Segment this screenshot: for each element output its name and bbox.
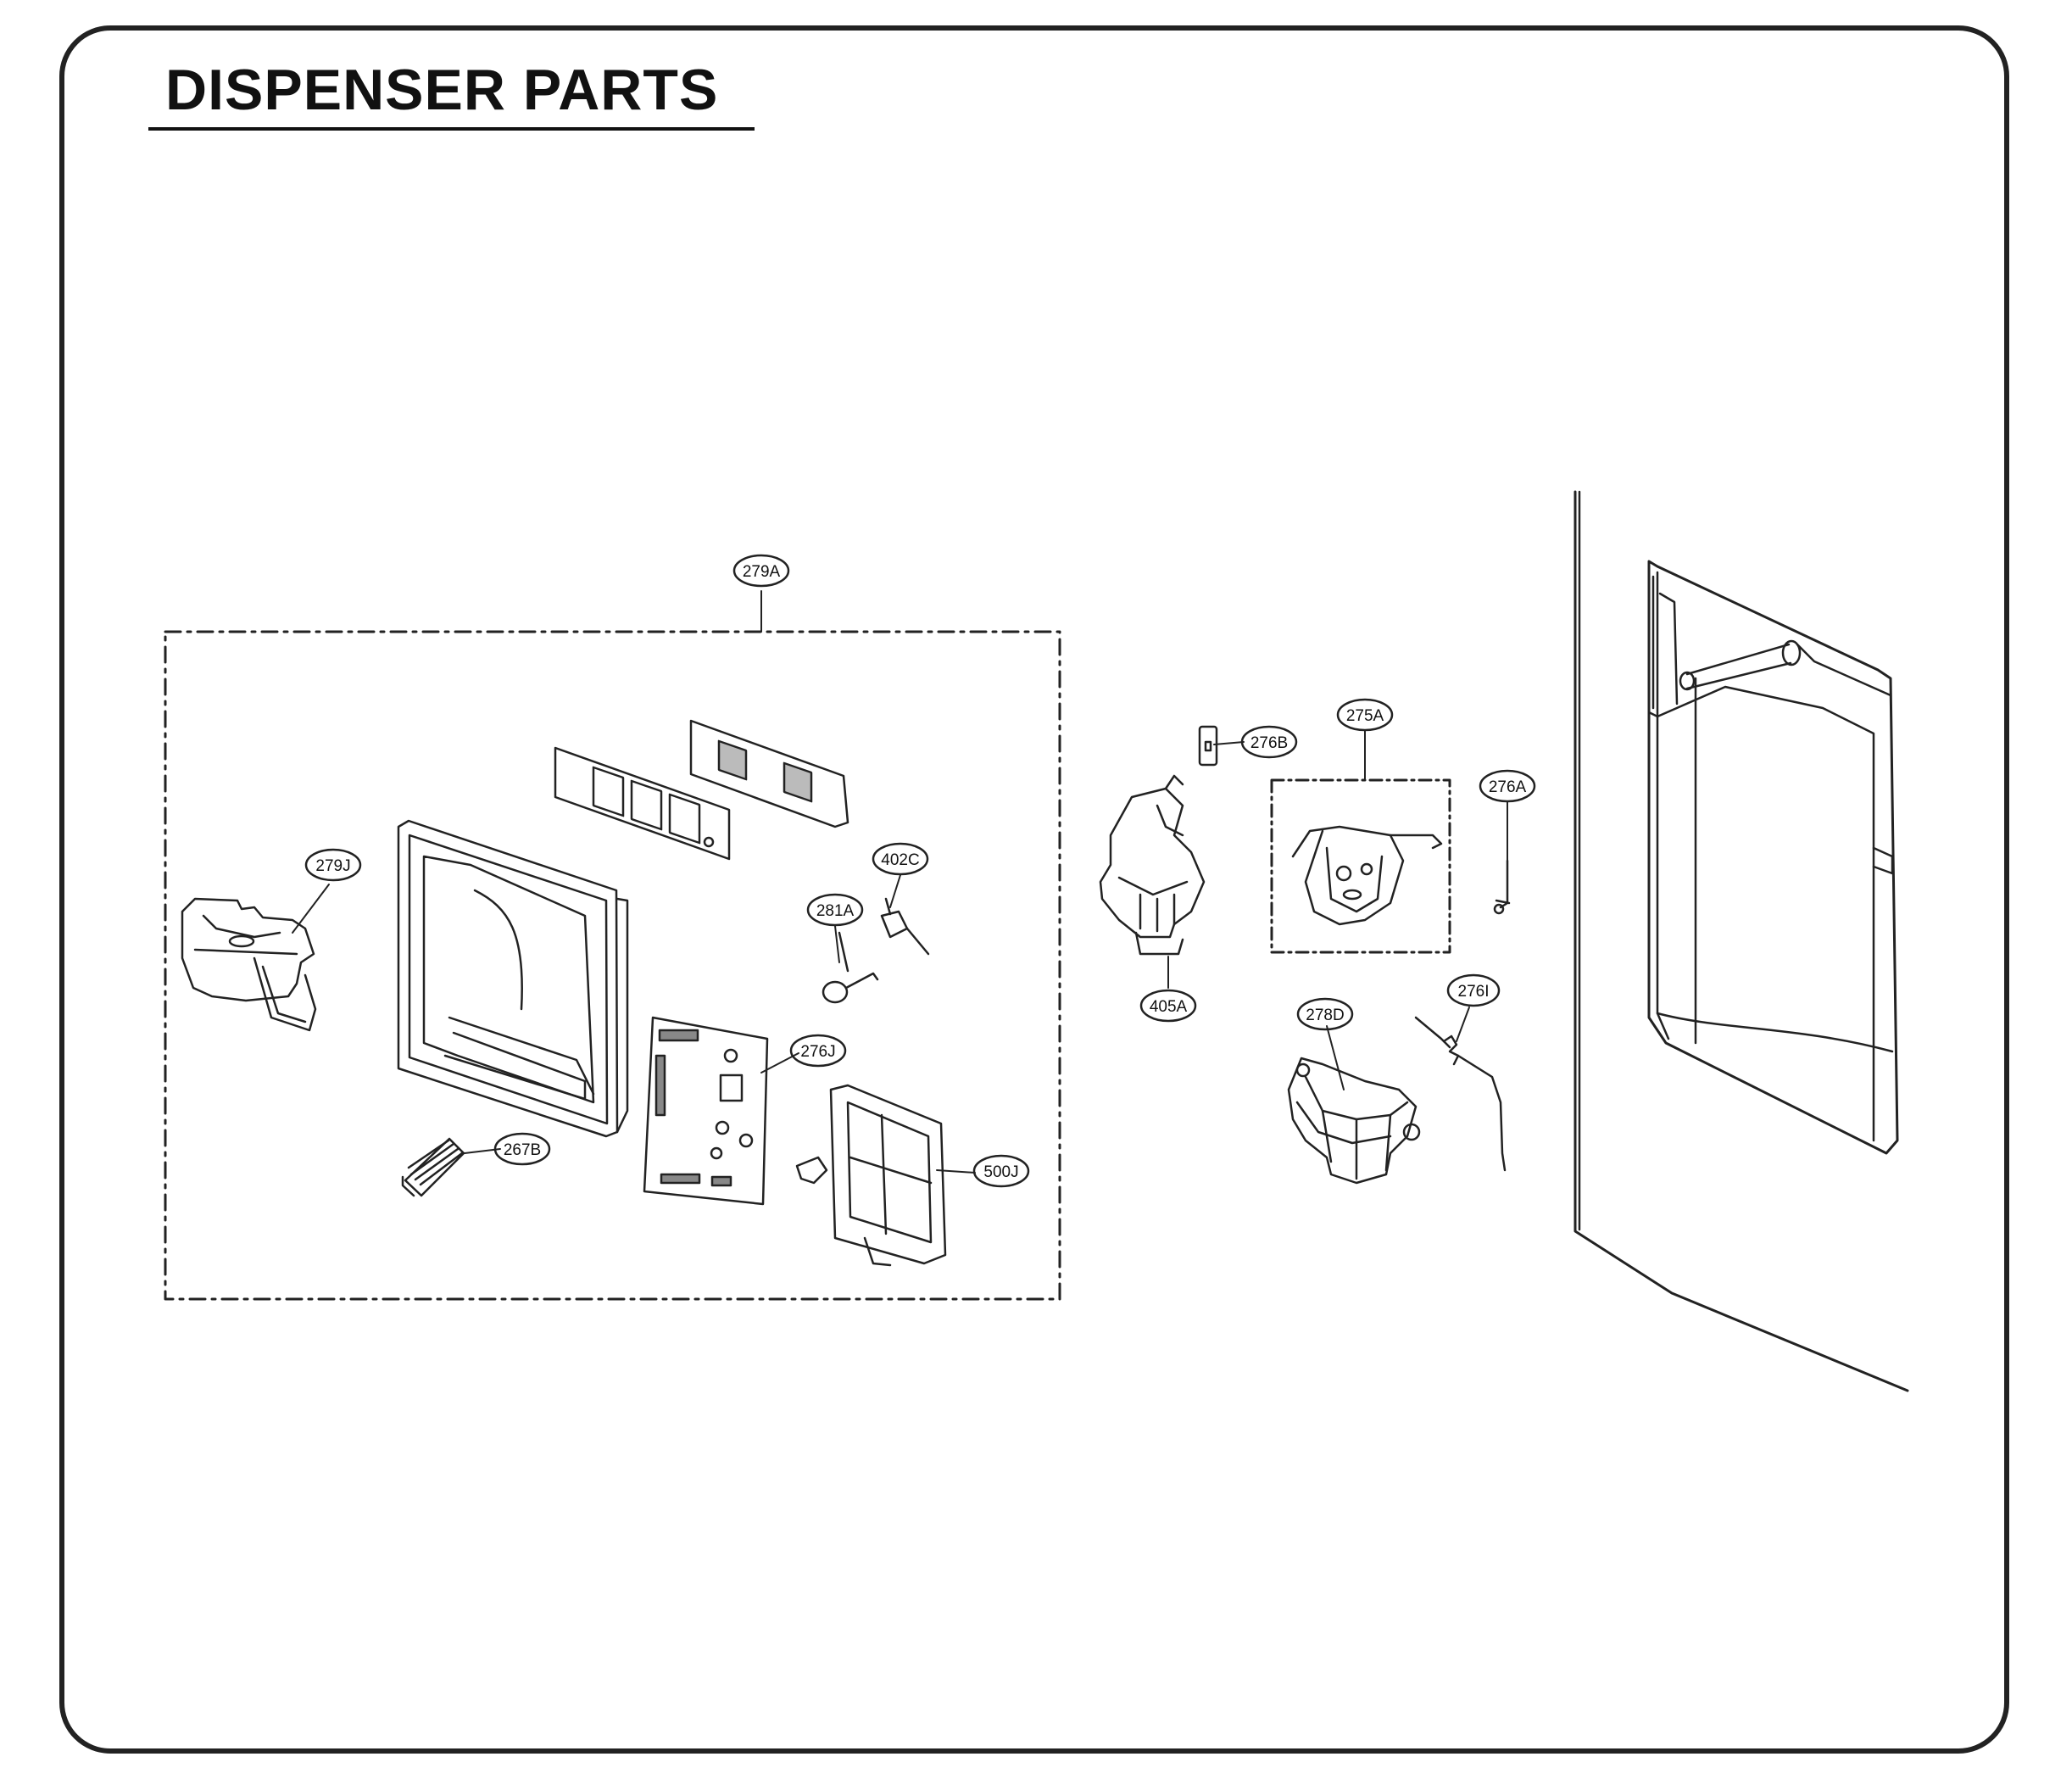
callout-276A: 276A — [1479, 769, 1536, 803]
callout-402C: 402C — [872, 842, 929, 876]
callout-276J: 276J — [789, 1034, 847, 1068]
callout-label-405A: 405A — [1150, 998, 1188, 1016]
callout-label-281A: 281A — [816, 902, 855, 920]
part-279J-guide — [181, 897, 317, 1032]
part-275A-flap — [1291, 825, 1443, 926]
part-281A-lever — [822, 931, 879, 1004]
callout-276B: 276B — [1240, 725, 1298, 759]
part-dispenser-cover — [397, 819, 629, 1138]
leader-lines — [292, 741, 1508, 1174]
callout-label-402C: 402C — [881, 851, 919, 869]
part-276I-spring — [1414, 1016, 1507, 1172]
callout-label-276J: 276J — [800, 1043, 835, 1061]
part-display-panel-left — [554, 746, 731, 861]
part-276B-clip — [1198, 725, 1218, 767]
callout-279A: 279A — [732, 554, 790, 588]
part-278D-duct — [1287, 1057, 1421, 1185]
callout-label-279J: 279J — [315, 857, 350, 875]
part-405A-motor — [1099, 774, 1206, 956]
title-underline — [148, 127, 755, 131]
callout-500J: 500J — [972, 1154, 1030, 1188]
callout-label-279A: 279A — [743, 563, 781, 581]
part-276A-screw — [1493, 859, 1511, 915]
diagram-frame — [59, 25, 2009, 1754]
callout-label-267B: 267B — [504, 1141, 541, 1159]
assembly-group-275A-boundary — [1270, 778, 1451, 954]
callout-276I: 276I — [1446, 973, 1501, 1007]
part-276J-pcb — [643, 1016, 769, 1206]
callout-279J: 279J — [304, 848, 362, 882]
callout-281A: 281A — [806, 893, 864, 927]
callout-label-276A: 276A — [1489, 778, 1527, 796]
callout-278D: 278D — [1296, 997, 1354, 1031]
part-display-panel-right — [689, 719, 849, 828]
door-cutaway — [1573, 490, 1909, 1392]
callout-label-278D: 278D — [1306, 1007, 1344, 1024]
callout-267B: 267B — [493, 1132, 551, 1166]
callout-label-275A: 275A — [1346, 707, 1384, 725]
assembly-group-279A-boundary — [164, 630, 1061, 1301]
part-267B-spring — [401, 1137, 465, 1197]
callout-405A: 405A — [1139, 989, 1197, 1023]
callout-label-276B: 276B — [1250, 734, 1288, 752]
callout-275A: 275A — [1336, 698, 1394, 732]
callout-label-276I: 276I — [1458, 983, 1490, 1001]
page-title: DISPENSER PARTS — [165, 58, 719, 122]
part-402C-switch — [880, 897, 930, 956]
part-500J-pcb-cover — [795, 1084, 947, 1267]
callout-label-500J: 500J — [983, 1163, 1018, 1181]
